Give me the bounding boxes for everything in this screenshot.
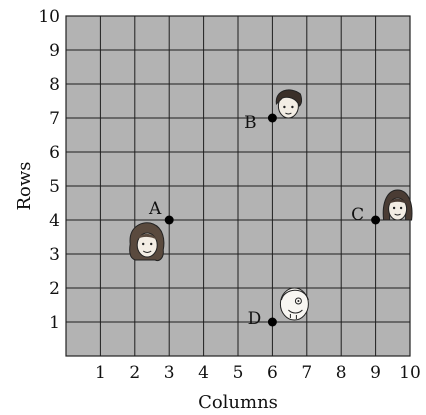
x-tick-label: 3 — [164, 363, 175, 383]
x-tick-label: 5 — [233, 363, 244, 383]
x-tick-label: 2 — [129, 363, 140, 383]
y-tick-label: 6 — [49, 143, 60, 163]
y-tick-label: 7 — [49, 109, 60, 129]
girl-face-icon — [130, 223, 164, 261]
y-tick-label: 4 — [49, 211, 60, 231]
y-tick-label: 8 — [49, 75, 60, 95]
y-tick-label: 9 — [49, 41, 60, 61]
point-b — [268, 114, 277, 123]
point-label-c: C — [351, 205, 364, 225]
y-tick-label: 3 — [49, 245, 60, 265]
point-label-a: A — [148, 199, 162, 219]
y-tick-label: 1 — [49, 313, 60, 333]
y-tick-label: 10 — [38, 7, 60, 27]
x-tick-label: 6 — [267, 363, 278, 383]
point-a — [165, 216, 174, 225]
y-tick-label: 2 — [49, 279, 60, 299]
point-label-d: D — [248, 309, 262, 329]
x-tick-label: 10 — [399, 363, 421, 383]
y-tick-label: 5 — [49, 177, 60, 197]
point-c — [371, 216, 380, 225]
x-tick-label: 1 — [95, 363, 106, 383]
y-axis-label: Rows — [14, 161, 35, 210]
x-tick-label: 9 — [370, 363, 381, 383]
x-tick-label: 8 — [336, 363, 347, 383]
x-axis-label: Columns — [198, 392, 278, 413]
point-label-b: B — [244, 113, 257, 133]
point-d — [268, 318, 277, 327]
x-tick-label: 7 — [301, 363, 312, 383]
x-tick-label: 4 — [198, 363, 209, 383]
old-man-face-icon — [280, 288, 308, 320]
